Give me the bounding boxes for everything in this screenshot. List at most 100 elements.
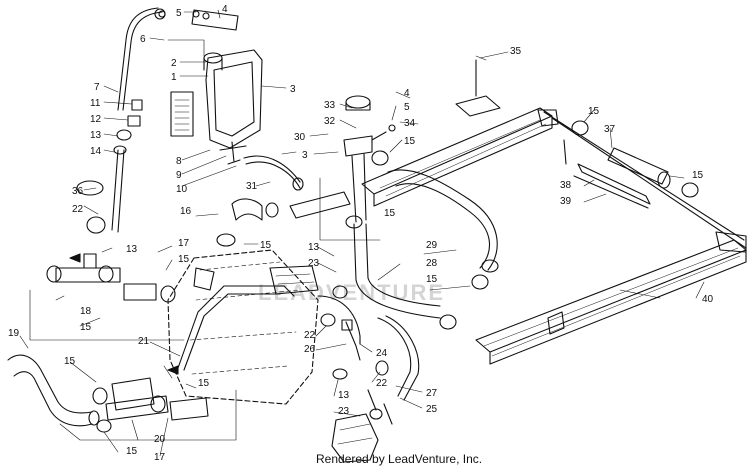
clamp-15-lower-b	[150, 395, 166, 413]
callout-26: 26	[304, 344, 316, 355]
callout-12: 12	[90, 114, 102, 125]
clamp-15-right-top	[571, 120, 589, 136]
group-box-radiator	[319, 177, 381, 241]
reservoir-cap	[203, 52, 223, 64]
leader-lines	[19, 9, 705, 457]
heat-exchanger-lower-side	[489, 249, 747, 365]
clamp-15-left-a	[46, 265, 62, 283]
callout-15-right: 15	[692, 170, 704, 181]
sensor-38	[563, 139, 567, 165]
callout-19: 19	[8, 328, 20, 339]
hose-25	[377, 315, 420, 401]
tee-fitting-20-pipe	[105, 395, 169, 421]
render-credit: Rendered by LeadVenture, Inc.	[316, 452, 483, 466]
callout-9: 9	[176, 170, 182, 181]
decal-scale	[174, 99, 190, 131]
callout-8: 8	[176, 156, 182, 167]
callout-3-mid: 3	[302, 150, 308, 161]
fitting-11	[131, 99, 143, 111]
callout-15-left-top: 15	[178, 254, 190, 265]
hose-24	[317, 295, 361, 345]
callout-18: 18	[80, 306, 92, 317]
hose-27	[367, 389, 393, 425]
hose-37-end	[657, 171, 671, 189]
callout-5-mid: 5	[404, 102, 410, 113]
clamp-13-low	[332, 368, 348, 380]
callout-13-top: 13	[90, 130, 102, 141]
callout-5-top: 5	[176, 8, 182, 19]
engine-block	[167, 249, 319, 405]
callout-15-left: 15	[80, 322, 92, 333]
water-pump-detail	[337, 423, 373, 445]
clamp-22-left	[86, 216, 106, 234]
hose-clamp-top	[154, 8, 166, 20]
hose-21	[177, 285, 295, 371]
vent-hose	[117, 7, 159, 111]
tee-fitting-18	[55, 267, 121, 283]
callout-23-low: 23	[338, 406, 350, 417]
hose-28	[353, 223, 441, 319]
clamp-23-top	[332, 285, 348, 299]
reservoir-neck	[203, 57, 223, 71]
filler-neck	[343, 135, 373, 157]
callout-15-lower-left: 15	[64, 356, 76, 367]
reservoir-tank-face	[213, 61, 255, 137]
heat-exchanger-upper	[361, 107, 553, 195]
hose-19	[7, 354, 93, 427]
clamp-15-left-b	[98, 265, 114, 283]
end-tank-right	[715, 231, 747, 253]
vent-hose-inner	[122, 11, 163, 111]
bracket-4	[191, 9, 239, 31]
callout-21: 21	[138, 336, 150, 347]
callout-27: 27	[426, 388, 438, 399]
callout-4-mid: 4	[404, 88, 410, 99]
clamp-15-left-c	[160, 285, 176, 303]
callout-22-mid: 22	[304, 330, 316, 341]
callout-37: 37	[604, 124, 616, 135]
clamp-15-mid	[371, 150, 389, 166]
callout-17-bottom: 17	[154, 452, 166, 463]
clamp-15-lower-c	[96, 419, 112, 433]
clamp-22-mid	[320, 313, 336, 327]
heat-exchanger-upper-side	[373, 115, 553, 207]
callout-13-mid: 13	[308, 242, 320, 253]
tee-fitting-20	[111, 377, 155, 411]
callout-22-left: 22	[72, 204, 84, 215]
callout-23-mid: 23	[308, 258, 320, 269]
overflow-hose	[111, 149, 125, 233]
thermostat-housing-detail	[275, 273, 315, 285]
coupler-pipe	[289, 191, 351, 219]
hose-17-lower	[169, 397, 209, 421]
water-pump	[331, 413, 379, 463]
hose-29	[387, 169, 498, 271]
callout-2: 2	[171, 58, 177, 69]
filler-neck-tube	[351, 153, 367, 223]
arrow-left	[69, 253, 81, 263]
hose-17-upper	[123, 283, 157, 301]
group-box-reservoir	[167, 39, 205, 57]
hose-37	[607, 147, 669, 185]
washer-5b	[202, 12, 210, 20]
callout-14: 14	[90, 146, 102, 157]
callout-32: 32	[324, 116, 336, 127]
reservoir-tank	[205, 49, 263, 149]
callout-11: 11	[90, 98, 101, 109]
bracket-38-39	[577, 163, 651, 205]
callout-7: 7	[94, 82, 100, 93]
callout-15-center: 15	[384, 208, 396, 219]
callout-10: 10	[176, 184, 188, 195]
group-box-lower	[59, 389, 237, 441]
callout-labels: 5 4 6 2 1 3 7 11 12 13 14 8 9 10 31 30 3…	[8, 4, 714, 463]
grommet-13	[116, 129, 132, 141]
callout-15-bottom: 15	[126, 446, 138, 457]
callout-34: 34	[404, 118, 416, 129]
mount-35	[455, 95, 501, 117]
callout-20: 20	[154, 434, 166, 445]
clamp-15-lower-a	[92, 387, 108, 405]
clamp-31	[292, 177, 304, 191]
clamp-15-center	[345, 215, 363, 229]
callout-28: 28	[426, 258, 438, 269]
radiator-cap	[345, 95, 371, 109]
